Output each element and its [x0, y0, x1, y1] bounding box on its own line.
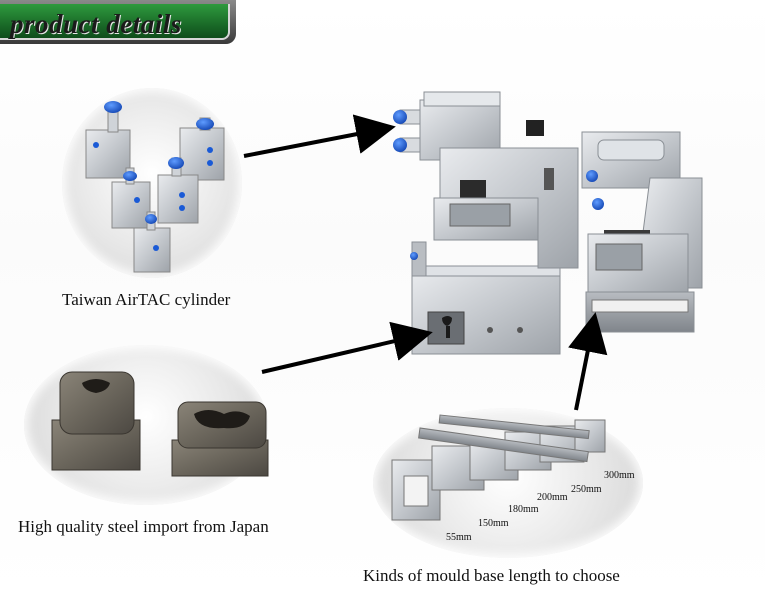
length-label-200: 200mm — [537, 492, 568, 503]
header-banner-inner: product details — [0, 4, 230, 40]
length-label-300: 300mm — [604, 470, 635, 481]
mould-base-sets — [391, 414, 606, 521]
length-label-150: 150mm — [478, 518, 509, 529]
steel-die-blocks — [51, 371, 269, 477]
caption-mould: Kinds of mould base length to choose — [363, 566, 620, 585]
main-product-assembly — [393, 91, 703, 355]
airtac-cylinders — [85, 101, 225, 273]
length-label-250: 250mm — [571, 484, 602, 495]
length-label-180: 180mm — [508, 504, 539, 515]
caption-cylinder: Taiwan AirTAC cylinder — [62, 290, 231, 309]
caption-steel: High quality steel import from Japan — [18, 517, 269, 536]
page-title: product details — [10, 9, 182, 39]
header-banner: product details — [0, 0, 236, 44]
length-label-55: 55mm — [446, 532, 472, 543]
callout-arrows — [243, 114, 608, 411]
